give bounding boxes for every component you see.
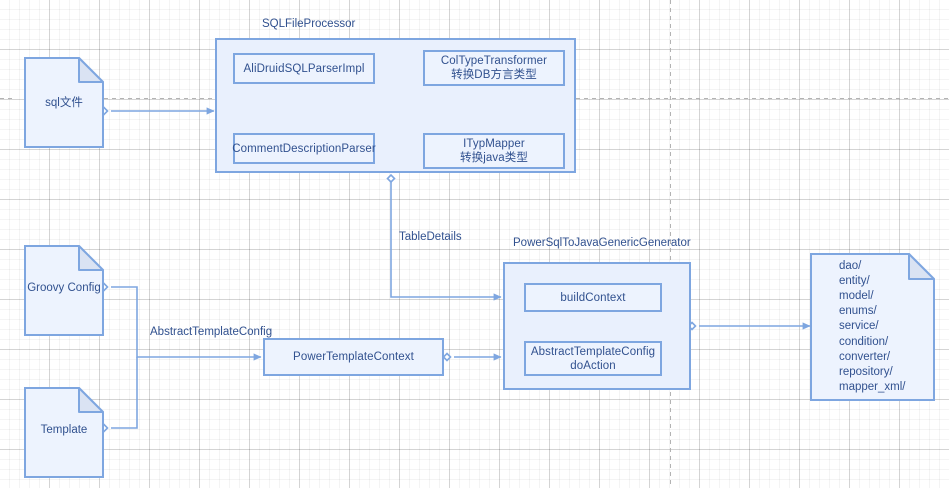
node-comment-description-parser-label: CommentDescriptionParser — [232, 142, 376, 155]
node-ityp-mapper-label-line1: ITypMapper — [463, 138, 525, 150]
document-groovy-config[interactable]: Groovy Config — [24, 245, 104, 336]
edge-generator-to-output — [687, 321, 811, 331]
node-ityp-mapper[interactable]: ITypMapper 转换java类型 — [423, 133, 565, 169]
node-ali-druid-sql-parser-impl-label: AliDruidSQLParserImpl — [243, 62, 365, 75]
node-ityp-mapper-label-line2: 转换java类型 — [460, 152, 528, 164]
node-col-type-transformer[interactable]: ColTypeTransformer 转换DB方言类型 — [423, 50, 565, 86]
node-power-template-context-label: PowerTemplateContext — [293, 351, 414, 363]
document-template[interactable]: Template — [24, 387, 104, 478]
container-sql-file-processor-label: SQLFileProcessor — [262, 18, 356, 30]
node-abstract-template-config-do-action-label-line1: AbstractTemplateConfig — [530, 345, 656, 358]
edge-label-table-details: TableDetails — [399, 231, 462, 243]
node-col-type-transformer-label-line2: 转换DB方言类型 — [451, 69, 537, 81]
node-col-type-transformer-label-line1: ColTypeTransformer — [440, 55, 548, 67]
node-build-context-label: buildContext — [560, 291, 626, 304]
document-output-folders[interactable]: dao/ entity/ model/ enums/ service/ cond… — [810, 253, 935, 401]
node-ali-druid-sql-parser-impl[interactable]: AliDruidSQLParserImpl — [233, 53, 375, 84]
edge-label-abstract-template-config: AbstractTemplateConfig — [150, 326, 273, 338]
node-comment-description-parser[interactable]: CommentDescriptionParser — [232, 133, 376, 164]
document-template-label: Template — [40, 423, 88, 436]
node-power-template-context[interactable]: PowerTemplateContext — [263, 338, 444, 376]
node-abstract-template-config-do-action[interactable]: AbstractTemplateConfig doAction — [524, 341, 662, 376]
edge-sqlfile-to-processor — [99, 106, 215, 116]
container-power-sql-to-java-generic-generator-label: PowerSqlToJavaGenericGenerator — [513, 237, 691, 249]
document-sql-file[interactable]: sql文件 — [24, 57, 104, 148]
document-sql-file-label: sql文件 — [45, 96, 83, 109]
edge-templatecontext-to-doaction — [442, 352, 502, 362]
node-abstract-template-config-do-action-label-line2: doAction — [570, 359, 616, 372]
node-build-context[interactable]: buildContext — [524, 283, 662, 312]
document-output-folders-label: dao/ entity/ model/ enums/ service/ cond… — [839, 259, 906, 394]
document-groovy-config-label: Groovy Config — [27, 281, 101, 294]
edge-configs-to-templatecontext — [99, 282, 262, 433]
edge-processor-to-buildcontext — [386, 173, 502, 301]
